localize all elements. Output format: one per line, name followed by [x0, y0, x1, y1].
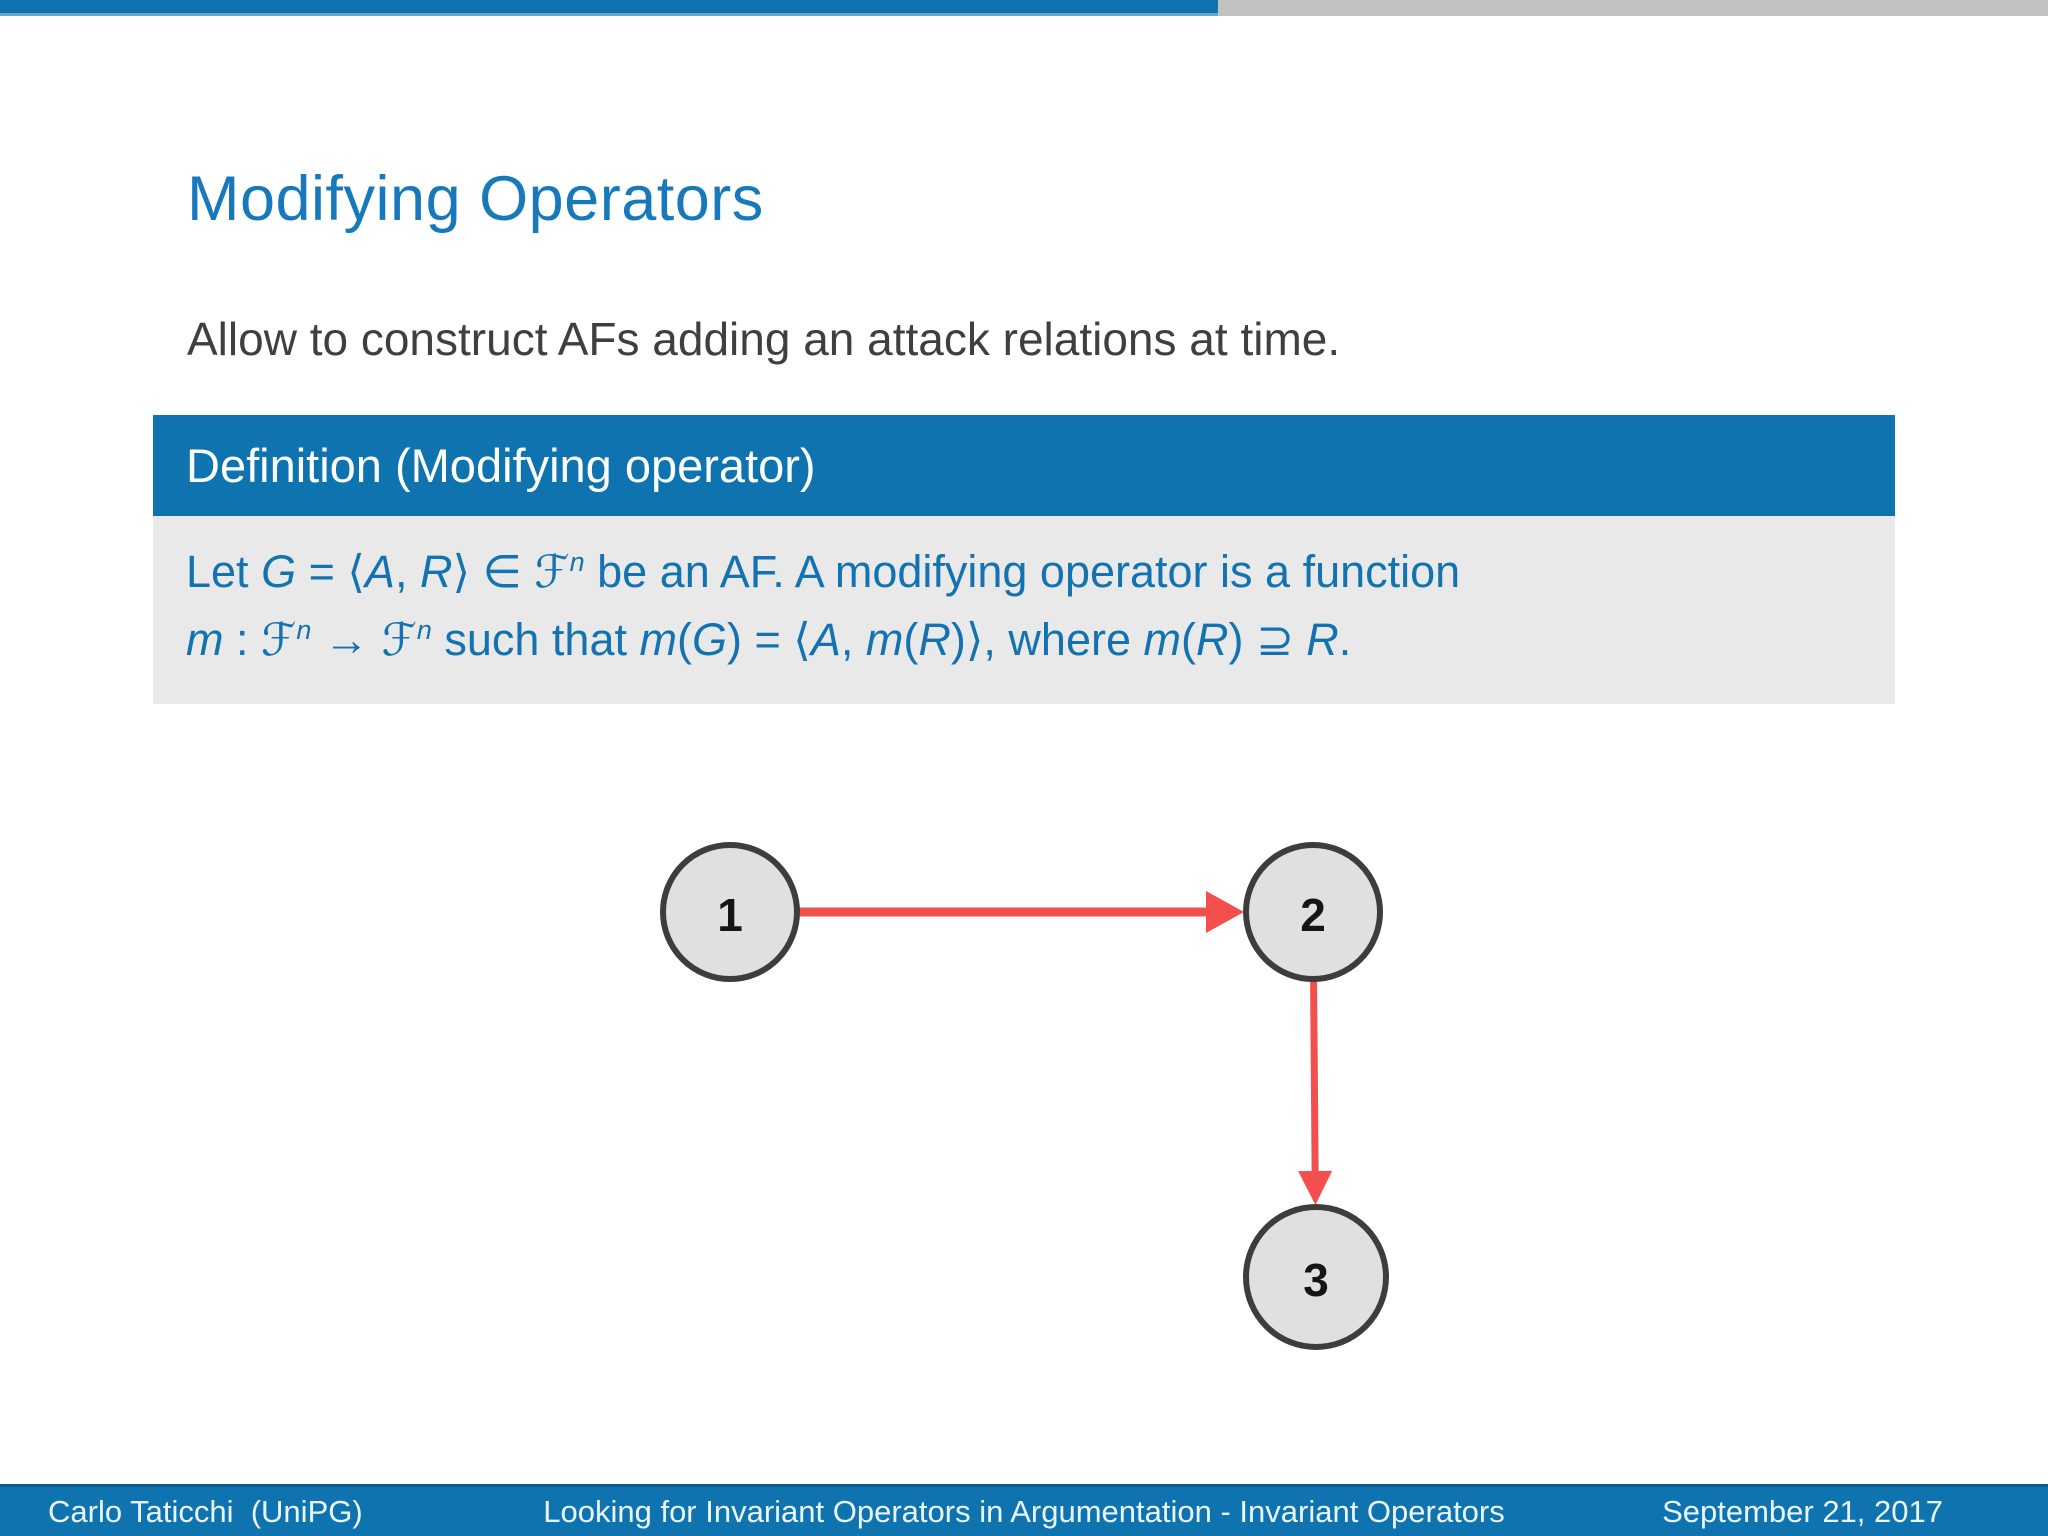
top-progress-filled — [0, 0, 1218, 16]
top-progress-remainder — [1218, 0, 2048, 16]
footer-bar: Carlo Taticchi (UniPG) Looking for Invar… — [0, 1484, 2048, 1536]
argument-node-label-3: 3 — [1303, 1254, 1329, 1306]
definition-block: Definition (Modifying operator) Let G = … — [153, 415, 1895, 704]
attack-arrowhead-1-2 — [1206, 891, 1244, 933]
argument-node-1 — [660, 842, 800, 982]
footer-author: Carlo Taticchi (UniPG) — [48, 1493, 363, 1529]
argument-node-3 — [1243, 1204, 1389, 1350]
top-progress-bar — [0, 0, 2048, 16]
footer-date: September 21, 2017 — [1662, 1493, 1943, 1529]
footer-talk-title: Looking for Invariant Operators in Argum… — [543, 1493, 1505, 1529]
definition-header: Definition (Modifying operator) — [153, 415, 1895, 516]
definition-body: Let G = ⟨A, R⟩ ∈ ℱn be an AF. A modifyin… — [153, 516, 1895, 704]
argument-node-label-2: 2 — [1300, 889, 1326, 941]
slide-title: Modifying Operators — [187, 164, 764, 234]
attack-edge-2-3 — [1310, 978, 1319, 1174]
argument-node-2 — [1243, 842, 1383, 982]
argument-node-label-1: 1 — [717, 889, 743, 941]
definition-math-line-1: Let G = ⟨A, R⟩ ∈ ℱn be an AF. A modifyin… — [186, 546, 1461, 597]
definition-math-line-2: m : ℱn → ℱn such that m(G) = ⟨A, m(R)⟩, … — [186, 614, 1352, 665]
slide-subtitle: Allow to construct AFs adding an attack … — [187, 313, 1341, 365]
attack-arrowhead-2-3 — [1298, 1170, 1333, 1206]
definition-header-label: Definition (Modifying operator) — [186, 439, 816, 492]
